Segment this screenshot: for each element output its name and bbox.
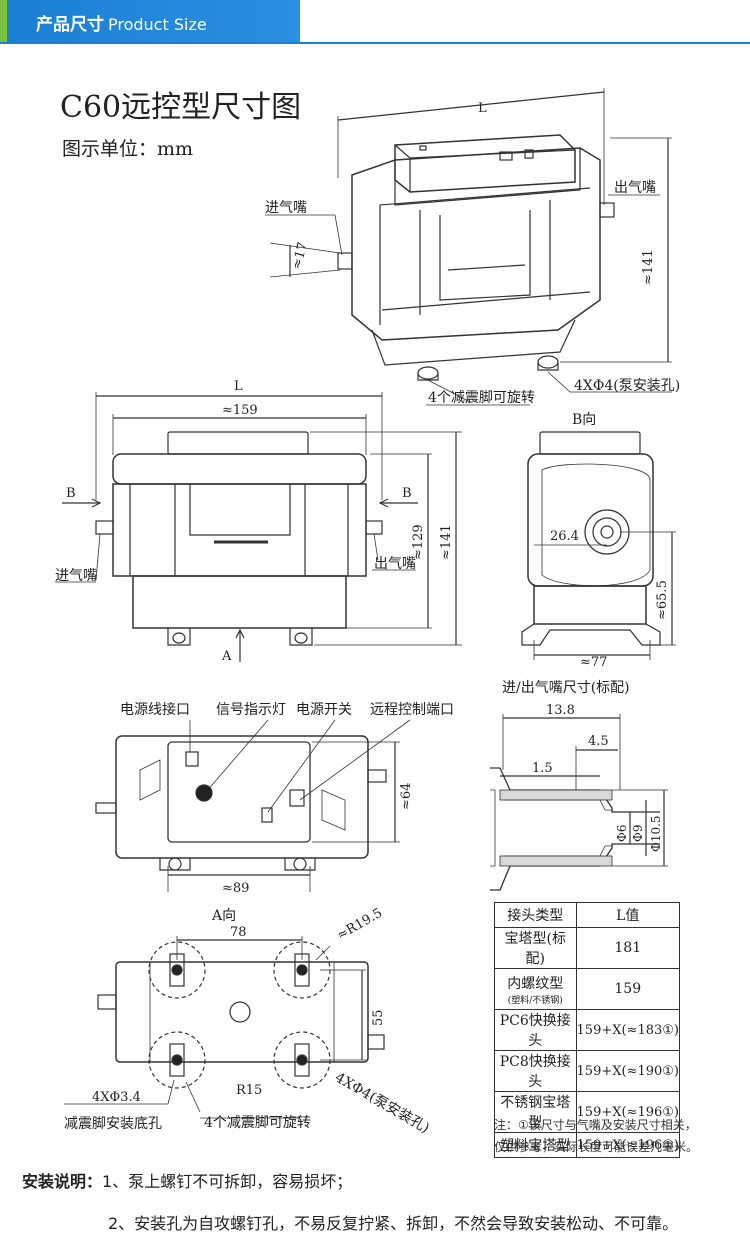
iso-141-label: ≈141 [641,249,656,285]
table-header-cell: L值 [575,902,681,928]
iso-L-label: L [478,101,487,116]
unit-label: 图示单位：mm [62,138,194,160]
table-cell-sub: (塑料/不锈钢) [507,995,563,1006]
fitting-table: 接头类型 L值 宝塔型(标配) 181 内螺纹型 (塑料/不锈钢) 159 PC… [494,902,681,1158]
bottom-hole-label: 4XΦ4(泵安装孔) [332,1070,432,1137]
nozzle-13-label: 13.8 [546,703,575,718]
table-cell: 159 [575,968,681,1010]
b-side-view: B向 26.4 ≈77 ≈65.5 进/出气嘴尺寸(标配) [502,412,676,696]
iso-hole-label: 4XΦ4(泵安装孔) [574,378,680,394]
table-row: PC6快换接头 159+X(≈183①) [494,1009,681,1051]
remote-port-label: 远程控制端口 [370,702,454,718]
bottom-r19-label: ≈R19.5 [335,906,385,944]
table-row: PC8快换接头 159+X(≈190①) [494,1050,681,1092]
power-port-label: 电源线接口 [120,701,190,718]
a-view-label: A向 [211,908,236,924]
table-cell: PC8快换接头 [494,1050,577,1092]
iso-inlet-label: 进气嘴 [265,200,307,216]
front-B-left: B [66,486,76,501]
bottom-feet-label: 4个减震脚可旋转 [204,1115,311,1131]
table-row: 不锈钢宝塔型 159+X(≈196①) [494,1091,681,1133]
top-64-label: ≈64 [399,783,414,810]
nozzle-phi10-label: Φ10.5 [649,815,663,852]
top-89-label: ≈89 [222,881,249,896]
table-row: 内螺纹型 (塑料/不锈钢) 159 [494,968,681,1010]
front-outlet-label: 出气嘴 [374,556,416,572]
port-size-label: 进/出气嘴尺寸(标配) [502,680,630,696]
table-cell: 159+X(≈196①) [575,1091,681,1133]
b-view-label: B向 [572,412,596,428]
table-cell: PC6快换接头 [494,1009,577,1051]
front-159-label: ≈159 [222,403,258,418]
table-row: 宝塔型(标配) 181 [494,927,681,969]
nozzle-4-label: 4.5 [588,734,609,749]
install-item-1: 1、泵上螺钉不可拆卸，容易损坏； [102,1172,353,1191]
iso-feet-label: 4个减震脚可旋转 [428,390,535,406]
header-accent [0,0,7,42]
install-item-2: 2、安装孔为自攻螺钉孔，不易反复拧紧、拆卸，不然会导致安装松动、不可靠。 [108,1214,679,1233]
header-underline [0,42,750,44]
table-cell: 159+X(≈196①) [575,1132,681,1158]
install-label: 安装说明： [22,1172,103,1191]
bottom-view: A向 78 ≈R19.5 55 R15 4个减震脚可旋转 4XΦ4(泵安装孔) [64,906,432,1137]
install-instructions: 安装说明：1、泵上螺钉不可拆卸，容易损坏； [22,1168,352,1192]
table-header-cell: 接头类型 [494,902,577,928]
front-129-label: ≈129 [411,524,426,560]
table-note: 注：①该尺寸与气嘴及安装尺寸相关，仅供参考，实际长度可能误差几毫米。 [494,1118,699,1154]
front-inlet-label: 进气嘴 [55,568,97,584]
bottom-78-label: 78 [230,925,247,940]
front-view: L ≈159 B B A [55,379,462,664]
front-L-label: L [234,379,243,394]
header-title-cn: 产品尺寸 [36,15,104,35]
table-cell: 宝塔型(标配) [494,927,577,969]
front-A-label: A [221,649,232,664]
table-cell: 内螺纹型 (塑料/不锈钢) [494,968,577,1010]
nozzle-phi9-label: Φ9 [631,825,645,842]
top-view: 电源线接口 信号指示灯 电源开关 远程控制端口 ≈89 ≈64 [95,701,454,896]
signal-light-label: 信号指示灯 [216,702,286,718]
header-bar [0,0,300,42]
iso-view: L ≈141 ≈17 进气嘴 [265,88,680,406]
base-mount-label: 减震脚安装底孔 [64,1116,162,1132]
bottom-r15-label: R15 [236,1083,262,1098]
table-cell-main: 内螺纹型 [507,975,564,992]
nozzle-phi6-label: Φ6 [615,825,629,842]
b-65-label: ≈65.5 [655,580,670,620]
iso-outlet-label: 出气嘴 [614,180,656,196]
table-cell: 不锈钢宝塔型 [494,1091,577,1133]
table-row: 塑料宝塔型 159+X(≈196①) [494,1132,681,1158]
power-switch-label: 电源开关 [296,702,352,718]
table-cell: 159+X(≈190①) [575,1050,681,1092]
bottom-55-label: 55 [371,1009,386,1026]
bottom-hole34-label: 4XΦ3.4 [92,1090,141,1105]
nozzle-1-label: 1.5 [532,761,553,776]
table-cell: 159+X(≈183①) [575,1009,681,1051]
front-141-label: ≈141 [439,524,454,560]
front-B-right: B [402,486,412,501]
b-77-label: ≈77 [580,655,607,670]
table-cell: 181 [575,927,681,969]
page-title: C60远控型尺寸图 [60,90,302,125]
b-26-label: 26.4 [550,529,579,544]
nozzle-detail: 13.8 4.5 1.5 Φ6 Φ9 Φ10.5 [490,703,668,891]
table-cell: 塑料宝塔型 [494,1132,577,1158]
iso-17-label: ≈17 [289,241,311,271]
header-title-en: Product Size [108,15,207,34]
table-header-row: 接头类型 L值 [494,902,681,928]
